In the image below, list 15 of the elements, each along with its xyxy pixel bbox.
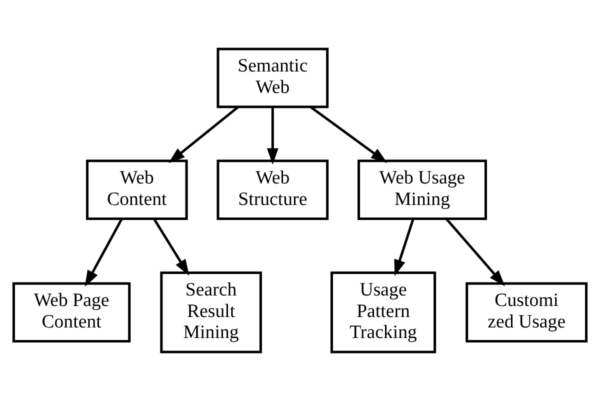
arrow — [266, 107, 278, 165]
node-box: Web Usage Mining — [358, 160, 487, 220]
node-box: Web Content — [86, 160, 188, 220]
node-box: Web Structure — [216, 160, 329, 220]
arrow — [310, 106, 388, 163]
node-box: Search Result Mining — [160, 272, 262, 354]
arrow — [84, 218, 123, 287]
node-box: Web Page Content — [12, 282, 131, 343]
node-box: Customi zed Usage — [466, 282, 588, 343]
arrow — [446, 218, 505, 286]
node-box: Usage Pattern Tracking — [330, 272, 436, 354]
arrow — [153, 218, 190, 276]
node-box: Semantic Web — [216, 48, 329, 108]
arrow — [168, 106, 239, 164]
arrow — [394, 218, 414, 276]
